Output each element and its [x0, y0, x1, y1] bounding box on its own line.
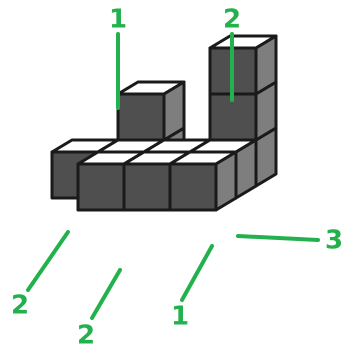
unit-cube	[168, 150, 238, 212]
label-front-cube: 2	[77, 321, 95, 351]
label-right-side: 3	[325, 226, 343, 256]
cube-front-face	[122, 162, 172, 212]
label-right-tower: 2	[223, 5, 241, 35]
cube-front-face	[76, 162, 126, 212]
cube-side-face	[234, 138, 258, 200]
leader-line-front-right	[180, 244, 214, 302]
leader-line-left-arm	[26, 230, 70, 292]
unit-cube	[208, 34, 278, 96]
count-labels: 1 2 3 2 2 1	[11, 5, 343, 351]
unit-cube	[116, 80, 186, 142]
cube-front-face	[116, 92, 166, 142]
leader-line-front-cube	[90, 268, 122, 320]
label-front-right: 1	[171, 302, 189, 332]
cube-group	[50, 34, 278, 212]
cube-side-face	[254, 34, 278, 96]
cube-side-face	[162, 80, 186, 142]
cube-front-face	[168, 162, 218, 212]
cube-side-face	[214, 150, 238, 212]
leader-lines	[26, 32, 320, 320]
label-left-tower: 1	[109, 5, 127, 35]
label-left-arm: 2	[11, 291, 29, 321]
leader-line-right-side	[236, 234, 320, 242]
